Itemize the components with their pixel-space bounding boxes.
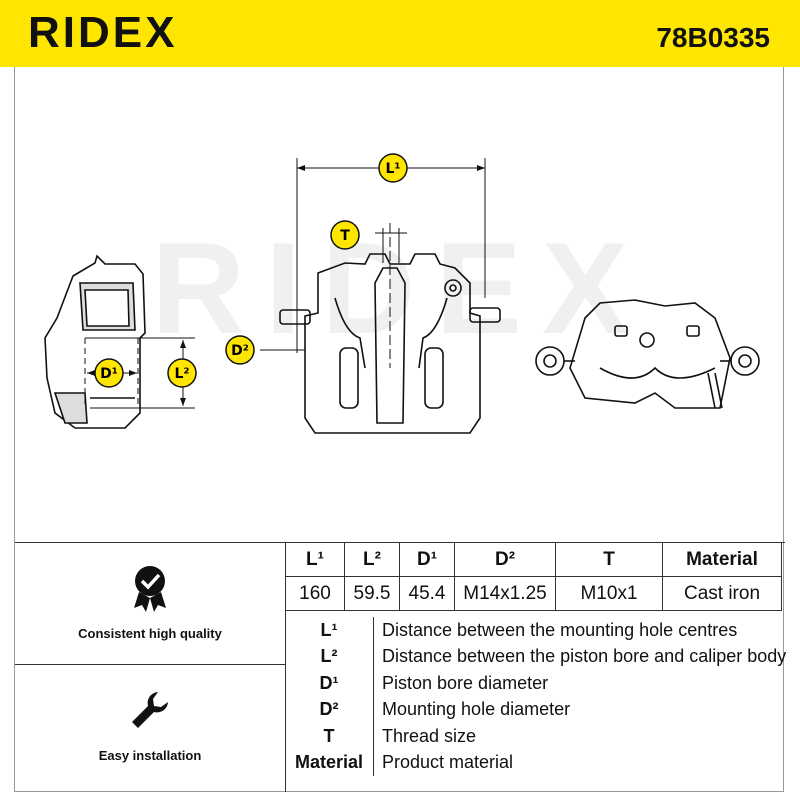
- legend-row: T Thread size: [285, 723, 786, 750]
- shield-check-icon: [134, 566, 166, 612]
- legend-table: L¹ Distance between the mounting hole ce…: [285, 617, 786, 776]
- header-material: Material: [662, 542, 782, 577]
- legend-text: Distance between the mounting hole centr…: [382, 619, 738, 640]
- header-bar: RIDEX 78B0335: [0, 0, 800, 67]
- value-l1: 160: [285, 576, 345, 611]
- technical-drawing: RIDEX D¹ L²: [44, 153, 760, 434]
- legend-row: Material Product material: [285, 749, 786, 776]
- watermark: RIDEX: [151, 215, 648, 361]
- specs-header-row: L¹ L² D¹ D² T Material: [285, 542, 782, 577]
- legend-key: D²: [285, 696, 374, 723]
- legend-text: Piston bore diameter: [382, 672, 549, 693]
- legend-row: D¹ Piston bore diameter: [285, 670, 786, 697]
- legend-key: Material: [285, 749, 374, 776]
- header-l1: L¹: [285, 542, 345, 577]
- legend-key: L²: [285, 643, 374, 670]
- svg-text:D¹: D¹: [100, 366, 118, 382]
- legend-key: D¹: [285, 670, 374, 697]
- badge-l2: L²: [167, 358, 197, 388]
- header-d2: D²: [454, 542, 556, 577]
- legend-key: T: [285, 723, 374, 750]
- legend-text: Thread size: [382, 725, 477, 746]
- legend-text: Distance between the piston bore and cal…: [382, 646, 787, 667]
- svg-text:T: T: [340, 228, 350, 244]
- caliper-top-view: [535, 299, 760, 409]
- value-t: M10x1: [555, 576, 663, 611]
- specs-table: L¹ L² D¹ D² T Material 160 59.5 45.4 M14…: [285, 542, 782, 611]
- legend-text: Product material: [382, 752, 514, 773]
- svg-text:L¹: L¹: [385, 161, 400, 177]
- legend-key: L¹: [285, 617, 374, 644]
- value-d1: 45.4: [399, 576, 455, 611]
- features-divider: [15, 664, 285, 665]
- value-l2: 59.5: [344, 576, 400, 611]
- caliper-front-view: [260, 158, 501, 434]
- brand-logo: RIDEX: [28, 8, 178, 57]
- content-frame: [14, 67, 784, 792]
- legend-row: L² Distance between the piston bore and …: [285, 643, 787, 670]
- badge-t: T: [330, 220, 360, 250]
- header-t: T: [555, 542, 663, 577]
- badge-d1: D¹: [94, 358, 124, 388]
- caliper-side-section: [44, 254, 195, 429]
- installation-label: Easy installation: [98, 748, 202, 763]
- legend-row: D² Mounting hole diameter: [285, 696, 786, 723]
- header-l2: L²: [344, 542, 400, 577]
- wrench-icon: [132, 692, 168, 728]
- badge-d2: D²: [225, 335, 255, 365]
- legend-text: Mounting hole diameter: [382, 699, 571, 720]
- badge-l1: L¹: [378, 153, 408, 183]
- quality-label: Consistent high quality: [78, 626, 222, 641]
- svg-text:L²: L²: [174, 366, 189, 382]
- value-material: Cast iron: [662, 576, 782, 611]
- part-number: 78B0335: [656, 22, 770, 53]
- svg-text:D²: D²: [231, 343, 249, 359]
- specs-value-row: 160 59.5 45.4 M14x1.25 M10x1 Cast iron: [285, 576, 782, 611]
- value-d2: M14x1.25: [454, 576, 556, 611]
- header-d1: D¹: [399, 542, 455, 577]
- legend-row: L¹ Distance between the mounting hole ce…: [285, 617, 786, 644]
